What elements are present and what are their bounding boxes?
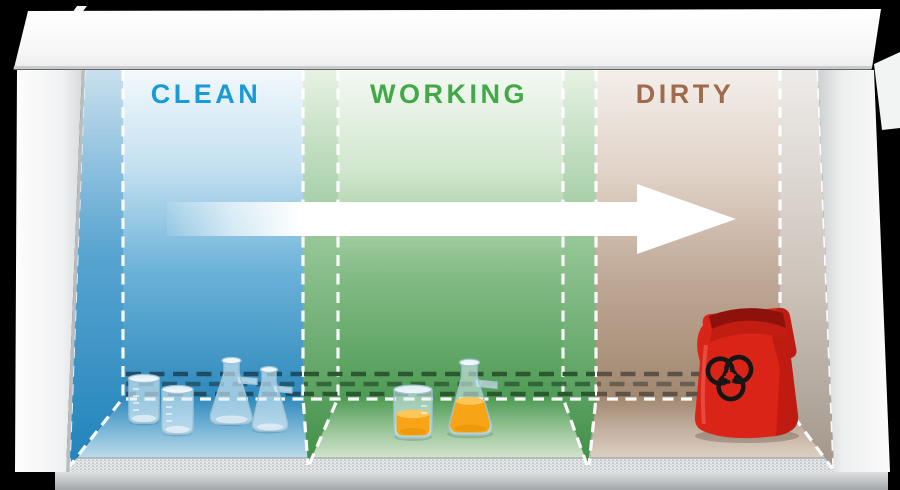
beaker-icon bbox=[127, 373, 161, 426]
filter-flask-with-liquid-icon bbox=[447, 358, 498, 439]
working-zone-label: WORKING bbox=[370, 79, 528, 109]
beaker-icon bbox=[161, 384, 194, 437]
dirty-zone-label: DIRTY bbox=[635, 79, 735, 109]
working-airflow-dashes bbox=[304, 371, 595, 397]
cabinet-shell bbox=[13, 6, 900, 472]
sash-header bbox=[14, 9, 881, 68]
front-grille bbox=[66, 458, 834, 472]
bag-body bbox=[694, 307, 799, 439]
right-outer-wall bbox=[818, 70, 890, 472]
flow-arrow-icon bbox=[167, 184, 736, 254]
front-edge-band bbox=[55, 472, 888, 490]
left-outer-wall bbox=[15, 70, 82, 472]
filter-flask-icon bbox=[209, 356, 258, 426]
biohazard-icon bbox=[705, 354, 754, 402]
airflow-dashes bbox=[126, 371, 779, 397]
bag-opening bbox=[709, 308, 786, 329]
bag-fold bbox=[710, 320, 788, 342]
divider-panels bbox=[69, 70, 834, 470]
beaker-with-liquid-icon bbox=[393, 384, 433, 441]
clean-left-side-wall bbox=[69, 70, 123, 468]
clean-glassware bbox=[127, 356, 293, 437]
clean-zone-label: CLEAN bbox=[150, 79, 262, 109]
working-dirty-divider bbox=[563, 70, 596, 466]
right-top-edge bbox=[874, 52, 900, 130]
working-glassware bbox=[393, 358, 498, 441]
bag-shade bbox=[772, 307, 799, 436]
biohazard-bag bbox=[694, 307, 799, 443]
sash-bottom-edge bbox=[13, 66, 872, 70]
filter-flask-icon bbox=[251, 365, 293, 434]
clean-working-divider bbox=[303, 70, 338, 466]
left-wall-seam bbox=[66, 70, 85, 472]
